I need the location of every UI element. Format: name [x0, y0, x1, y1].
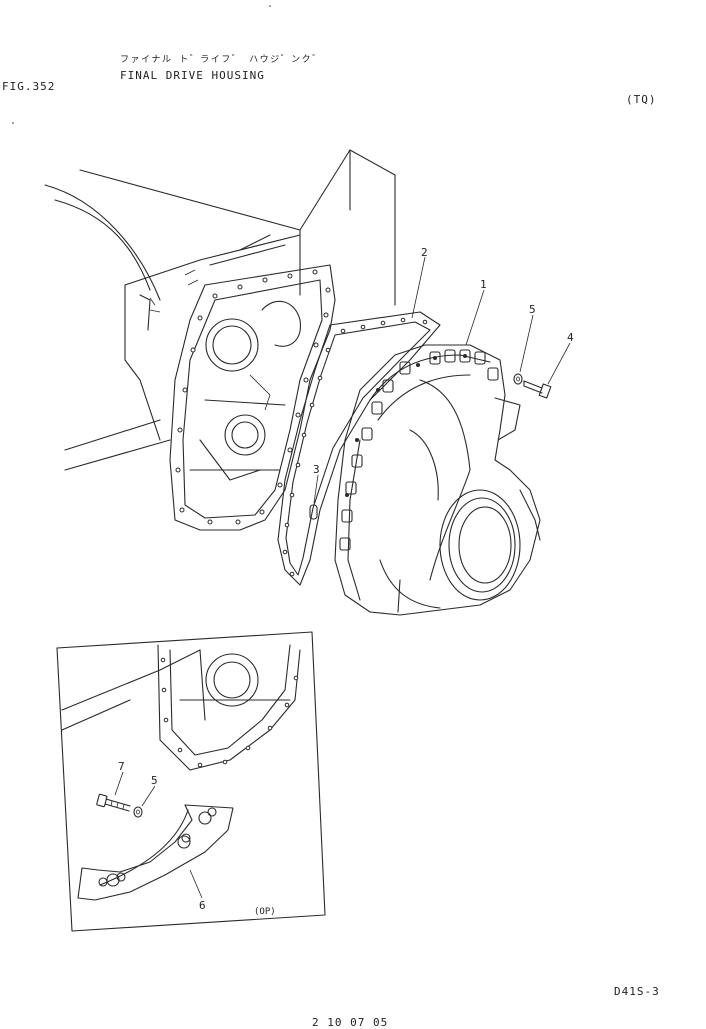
flange-bolt-holes — [175, 269, 331, 525]
gasket — [277, 311, 441, 586]
callout-part-1: 1 — [480, 278, 487, 291]
callout-part-3: 3 — [313, 463, 320, 476]
diagram-title: FINAL DRIVE HOUSING — [120, 69, 265, 82]
dowel-pin — [309, 504, 318, 520]
gasket-bolt-holes — [282, 317, 428, 577]
callout-inset-part-5: 5 — [151, 774, 158, 787]
housing-bearing-bore — [439, 489, 521, 601]
page-code: D41S-3 — [614, 985, 660, 998]
callout-leaders — [313, 256, 571, 504]
callout-part-5: 5 — [529, 303, 536, 316]
option-inset — [56, 631, 326, 932]
figure-number: FIG.352 — [2, 80, 56, 93]
callout-part-2: 2 — [421, 246, 428, 259]
frame-flange — [169, 264, 336, 531]
bolt — [523, 380, 552, 399]
inset-washer — [133, 806, 143, 818]
guard-plate — [77, 804, 234, 901]
title-kana: ファイナル ト゛ライフ゛ ハウジ゛ンク゛ — [120, 55, 323, 65]
inset-bolt — [96, 793, 131, 812]
final-drive-housing — [334, 344, 541, 616]
inset-option-label: (OP) — [254, 907, 276, 917]
machine-frame — [44, 149, 396, 471]
model-code: (TQ) — [626, 93, 657, 106]
inset-bolt-holes — [160, 657, 299, 768]
washer — [513, 373, 523, 385]
housing-bolt-pads — [339, 349, 499, 551]
callout-part-4: 4 — [567, 331, 574, 344]
callout-inset-part-7: 7 — [118, 760, 125, 773]
callout-inset-part-6: 6 — [199, 899, 206, 912]
